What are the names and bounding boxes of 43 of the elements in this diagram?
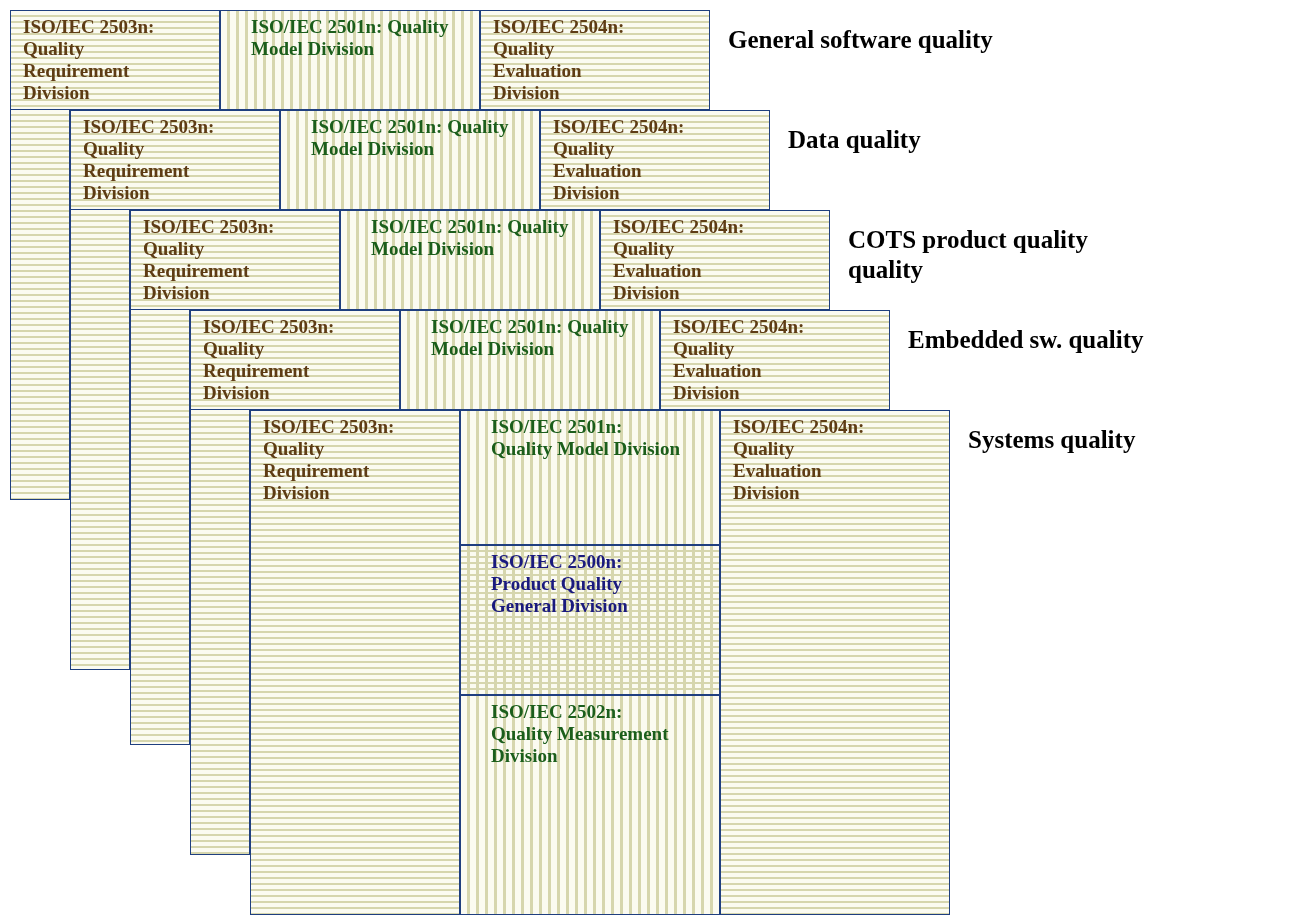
layer-edge: [10, 110, 70, 500]
model-division-box: [220, 10, 480, 110]
requirement-division-box: [250, 410, 460, 915]
division-label: ISO/IEC 2504n: Quality Evaluation Division: [673, 316, 806, 404]
evaluation-division-box: [480, 10, 710, 110]
requirement-division-box: [190, 310, 400, 410]
layer-title: General software quality: [728, 25, 993, 55]
measurement-division-box: [460, 695, 720, 915]
model-division-box: [460, 410, 720, 545]
division-label: ISO/IEC 2503n: Quality Requirement Division: [263, 416, 396, 504]
division-label: ISO/IEC 2503n: Quality Requirement Division: [23, 16, 156, 104]
layer-edge: [130, 310, 190, 745]
model-division-box: [340, 210, 600, 310]
division-label: ISO/IEC 2501n: Quality Model Division: [311, 116, 510, 160]
division-label: ISO/IEC 2501n: Quality Model Division: [251, 16, 450, 60]
division-label: ISO/IEC 2502n: Quality Measurement Division: [491, 701, 670, 767]
layer-title: Systems quality: [968, 425, 1136, 455]
evaluation-division-box: [540, 110, 770, 210]
layer-title: COTS product quality quality: [848, 225, 1089, 285]
layer-title: Embedded sw. quality: [908, 325, 1144, 355]
requirement-division-box: [70, 110, 280, 210]
division-label: ISO/IEC 2503n: Quality Requirement Division: [143, 216, 276, 304]
division-label: ISO/IEC 2501n: Quality Model Division: [371, 216, 570, 260]
division-label: ISO/IEC 2504n: Quality Evaluation Division: [493, 16, 626, 104]
division-label: ISO/IEC 2504n: Quality Evaluation Division: [733, 416, 866, 504]
model-division-box: [280, 110, 540, 210]
layer-edge: [70, 210, 130, 670]
evaluation-division-box: [600, 210, 830, 310]
layer-title: Data quality: [788, 125, 921, 155]
general-division-box: [460, 545, 720, 695]
division-label: ISO/IEC 2501n: Quality Model Division: [491, 416, 681, 460]
division-label: ISO/IEC 2504n: Quality Evaluation Division: [553, 116, 686, 204]
layer-edge: [190, 410, 250, 855]
division-label: ISO/IEC 2503n: Quality Requirement Division: [203, 316, 336, 404]
division-label: ISO/IEC 2501n: Quality Model Division: [431, 316, 630, 360]
division-label: ISO/IEC 2504n: Quality Evaluation Division: [613, 216, 746, 304]
division-label: ISO/IEC 2503n: Quality Requirement Division: [83, 116, 216, 204]
division-label: ISO/IEC 2500n: Product Quality General Division: [491, 551, 629, 617]
model-division-box: [400, 310, 660, 410]
evaluation-division-box: [660, 310, 890, 410]
requirement-division-box: [130, 210, 340, 310]
evaluation-division-box: [720, 410, 950, 915]
requirement-division-box: [10, 10, 220, 110]
